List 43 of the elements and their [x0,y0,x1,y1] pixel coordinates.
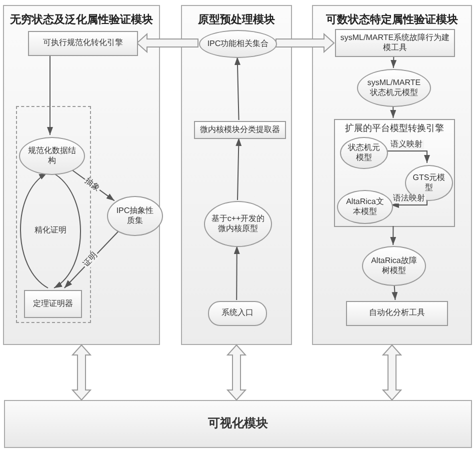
process-ellipse: IPC抽象性质集 [107,196,163,236]
process-box: 可执行规范化转化引擎 [28,31,138,56]
arrow [390,226,396,246]
box-heading: 扩展的平台模型转换引擎 [344,122,445,135]
arrow [47,54,53,136]
arrow [390,198,428,208]
edge-label: 精化证明 [34,226,68,235]
arrow [390,106,396,118]
process-ellipse: 规范化数据结构 [19,137,85,175]
arrow [390,56,397,68]
process-box: sysML/MARTE系统故障行为建模工具 [335,29,455,57]
process-ellipse: 状态机元模型 [340,137,388,169]
block-arrow [276,32,335,54]
arrow [20,172,48,288]
panel-title: 原型预处理模块 [197,12,276,27]
group-box [334,119,455,227]
panel-title: 可数状态特定属性验证模块 [325,12,459,27]
arrow [234,246,240,300]
module-panel [181,5,292,345]
edge-label: 语法映射 [392,194,426,204]
start-terminal: 系统入口 [208,301,267,326]
arrow [236,138,242,200]
module-bar: 可视化模块 [4,400,472,448]
process-box: 自动化分析工具 [346,301,448,326]
arrow [386,150,430,164]
process-ellipse: IPC功能相关集合 [199,30,277,58]
module-panel [312,5,472,345]
block-arrow [136,32,198,54]
arrow [52,172,81,288]
block-arrow [226,344,247,401]
process-box: 微内核模块分类提取器 [194,121,286,139]
edge-label: 语义映射 [390,140,424,150]
arrow [392,284,398,300]
panel-title: 无穷状态及泛化属性验证模块 [9,12,154,27]
process-box: 定理证明器 [24,290,82,318]
process-ellipse: sysML/MARTE状态机元模型 [357,69,431,107]
process-ellipse: AltaRica文本模型 [337,190,393,224]
module-panel [3,5,160,345]
process-ellipse: 基于c++开发的微内核原型 [204,201,272,247]
block-arrow [382,344,402,401]
process-ellipse: AltaRica故障树模型 [362,246,426,286]
block-arrow [71,344,92,401]
arrow [234,56,240,120]
